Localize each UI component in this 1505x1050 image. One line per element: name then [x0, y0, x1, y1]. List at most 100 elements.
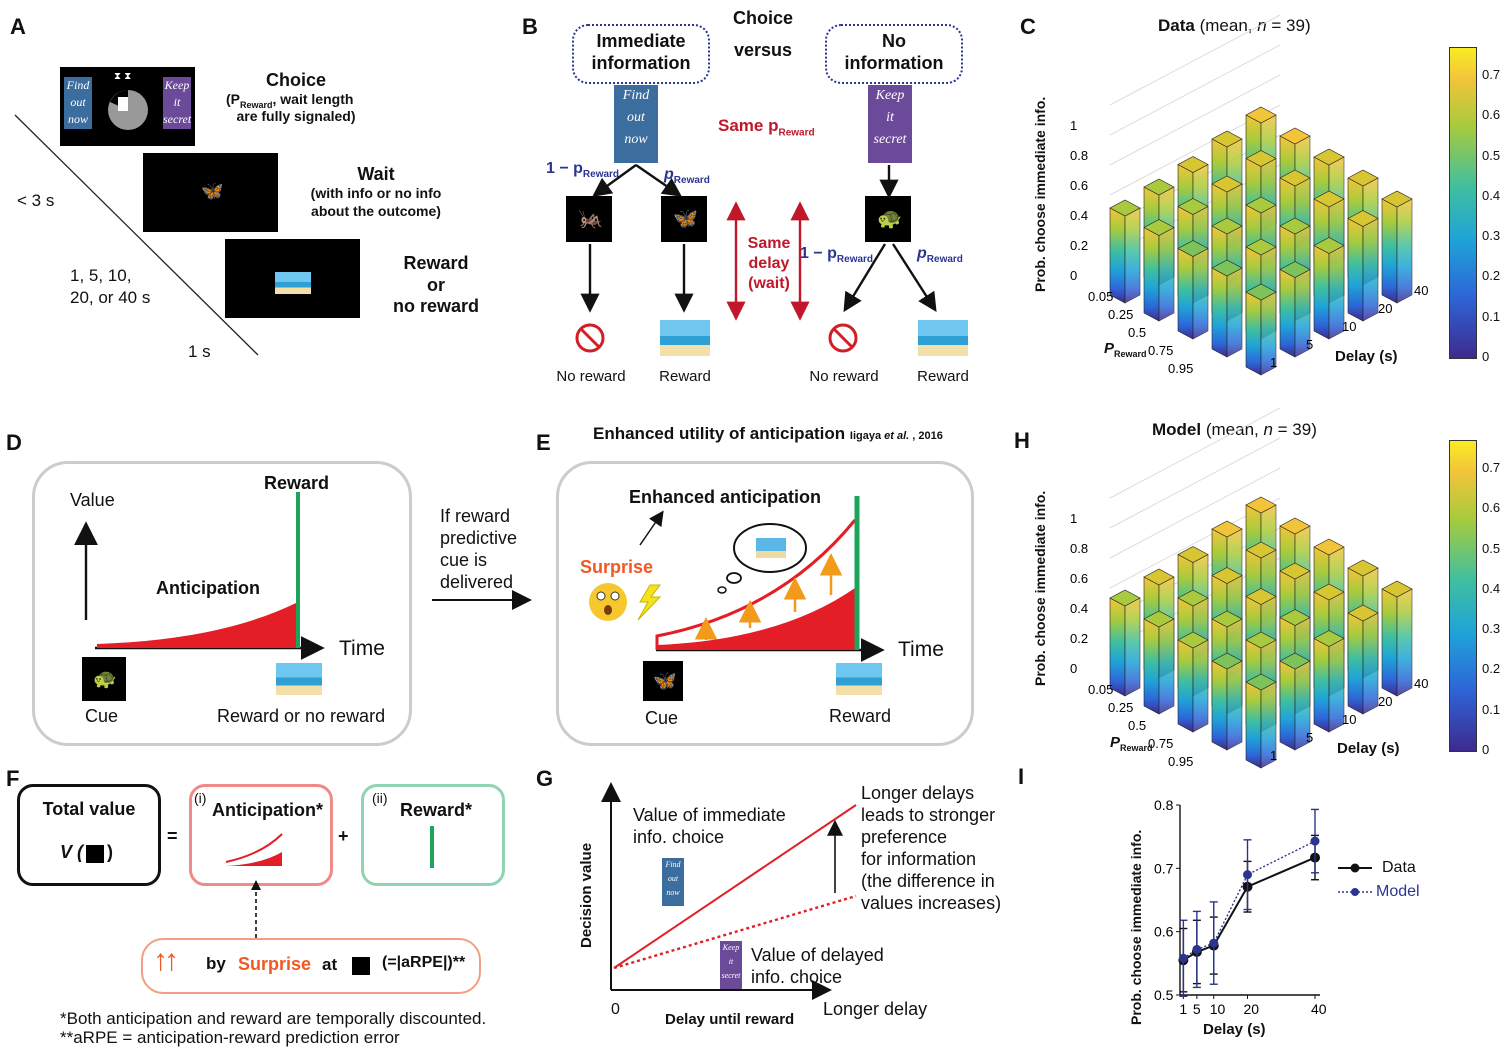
delay-tick: 5 — [1306, 730, 1313, 745]
panel-e-frame — [556, 461, 974, 746]
label-text: Longer delays — [861, 783, 975, 803]
z-tick: 0.2 — [1070, 238, 1088, 253]
cue-text: it — [886, 110, 894, 125]
x-tick-label: 20 — [1244, 1001, 1260, 1017]
label-ii: (ii) — [372, 790, 388, 806]
anticipation-label: Anticipation — [156, 578, 260, 598]
anticipation-box — [189, 784, 333, 886]
immediate-information-option: Immediate information — [572, 24, 710, 84]
label-text: leads to stronger — [861, 805, 996, 825]
bar3d — [1279, 261, 1311, 358]
label-text: predictive — [440, 528, 518, 548]
panel-e-title: Enhanced utility of anticipation Iigaya … — [593, 424, 943, 444]
text-span: p — [917, 245, 927, 262]
panel-h-title: Model (mean, n = 39) — [1152, 420, 1317, 440]
cue-text: Find — [665, 860, 681, 869]
reward-line-2: or — [427, 275, 445, 295]
y-tick-label: 0.5 — [1154, 987, 1174, 1003]
x-axis-label: Delay (s) — [1337, 740, 1400, 757]
panel-label-c: C — [1020, 14, 1036, 39]
cue-text: out — [70, 95, 86, 109]
legend-data: Data — [1382, 859, 1416, 876]
text-span: V ( — [60, 842, 84, 862]
delay-list-2: 20, or 40 s — [70, 288, 151, 307]
label-text: info. choice — [633, 827, 725, 847]
wait-sub-2: about the outcome) — [311, 203, 441, 219]
panel-label-b: B — [522, 14, 538, 39]
total-value-label: Total value — [42, 799, 136, 819]
text-span: , 2016 — [909, 430, 943, 442]
p-reward-right: pReward — [917, 245, 963, 265]
no-reward-label: No reward — [556, 368, 626, 385]
text-span: n — [1263, 420, 1273, 439]
panel-label-f: F — [6, 766, 20, 791]
label-text: (wait) — [748, 275, 790, 292]
colorbar-tick: 0 — [1482, 349, 1490, 364]
p-reward-left: pReward — [664, 166, 710, 186]
y-axis-label: PReward — [1110, 734, 1153, 753]
z-tick: 1 — [1070, 511, 1077, 526]
v-formula: V () — [60, 842, 113, 863]
cue-text: Keep — [722, 943, 740, 952]
versus-label: versus — [733, 40, 793, 60]
cue-label: Cue — [645, 708, 679, 728]
delay-tick: 5 — [1306, 337, 1313, 352]
colorbar-tick: 0.6 — [1482, 107, 1501, 123]
text-span: , wait length — [272, 91, 354, 107]
cue-text: it — [173, 95, 181, 109]
text-span: (P — [226, 91, 240, 107]
delay-tick: 10 — [1342, 319, 1356, 334]
find-out-now-cue-b: Find out now — [614, 85, 658, 163]
keep-it-secret-cue-g: Keep it secret — [720, 941, 742, 989]
label-text: If reward — [440, 506, 511, 526]
delay-tick: 1 — [1270, 748, 1277, 763]
panel-label-a: A — [10, 14, 26, 39]
colorbar-tick: 0.1 — [1482, 701, 1501, 717]
bar3d — [1177, 240, 1209, 340]
delay-tick: 40 — [1414, 283, 1428, 298]
colorbar-tick: 0.2 — [1482, 661, 1501, 677]
keep-it-secret-cue-b: Keep it secret — [868, 85, 912, 163]
text-span: Reward — [836, 254, 874, 266]
anticipation-curve — [657, 588, 855, 650]
bar3d — [1347, 604, 1379, 715]
same-p-reward-label: Same pReward — [718, 116, 815, 138]
z-tick: 0.4 — [1070, 601, 1088, 616]
bar3d — [1279, 652, 1311, 751]
wait-screen: 🦋 — [143, 153, 278, 232]
text-span: Reward — [240, 99, 273, 110]
label-text: (the difference in — [861, 871, 995, 891]
immediate-info-line — [613, 804, 857, 969]
label-text: Value of delayed — [751, 945, 884, 965]
z-tick: 1 — [1070, 118, 1077, 133]
bar3d — [1245, 283, 1277, 376]
y-tick-label: 0.8 — [1154, 797, 1174, 813]
surprise-label: Surprise — [580, 557, 654, 577]
y-axis-label: PReward — [1104, 340, 1147, 359]
no-reward-icon — [575, 323, 605, 353]
colorbar-tick: 0.1 — [1482, 308, 1501, 324]
colorbar-tick: 0.4 — [1482, 187, 1501, 203]
text-span: p — [664, 166, 674, 183]
wait-sub-1: (with info or no info — [310, 185, 442, 201]
reward-label: Reward — [917, 368, 969, 385]
p-tick: 0.5 — [1128, 718, 1146, 733]
option-text: Immediate — [596, 31, 686, 51]
surprise-box — [141, 938, 481, 994]
cue-text: Keep — [875, 88, 905, 103]
label-i: (i) — [194, 790, 207, 806]
longer-delay-label: Longer delay — [823, 999, 928, 1019]
cue-text: it — [728, 957, 734, 966]
bar3d — [1245, 673, 1277, 769]
text-span: P — [1104, 340, 1115, 357]
dashed-arrow — [251, 880, 261, 938]
turtle-cue: 🐢 — [865, 196, 911, 242]
label-text: Same — [747, 235, 791, 252]
colorbar-tick: 0.7 — [1482, 460, 1501, 476]
colorbar-tick: 0.5 — [1482, 147, 1501, 163]
butterfly-icon: 🦋 — [673, 208, 698, 230]
no-reward-icon — [828, 323, 858, 353]
bar3d — [1313, 630, 1345, 733]
